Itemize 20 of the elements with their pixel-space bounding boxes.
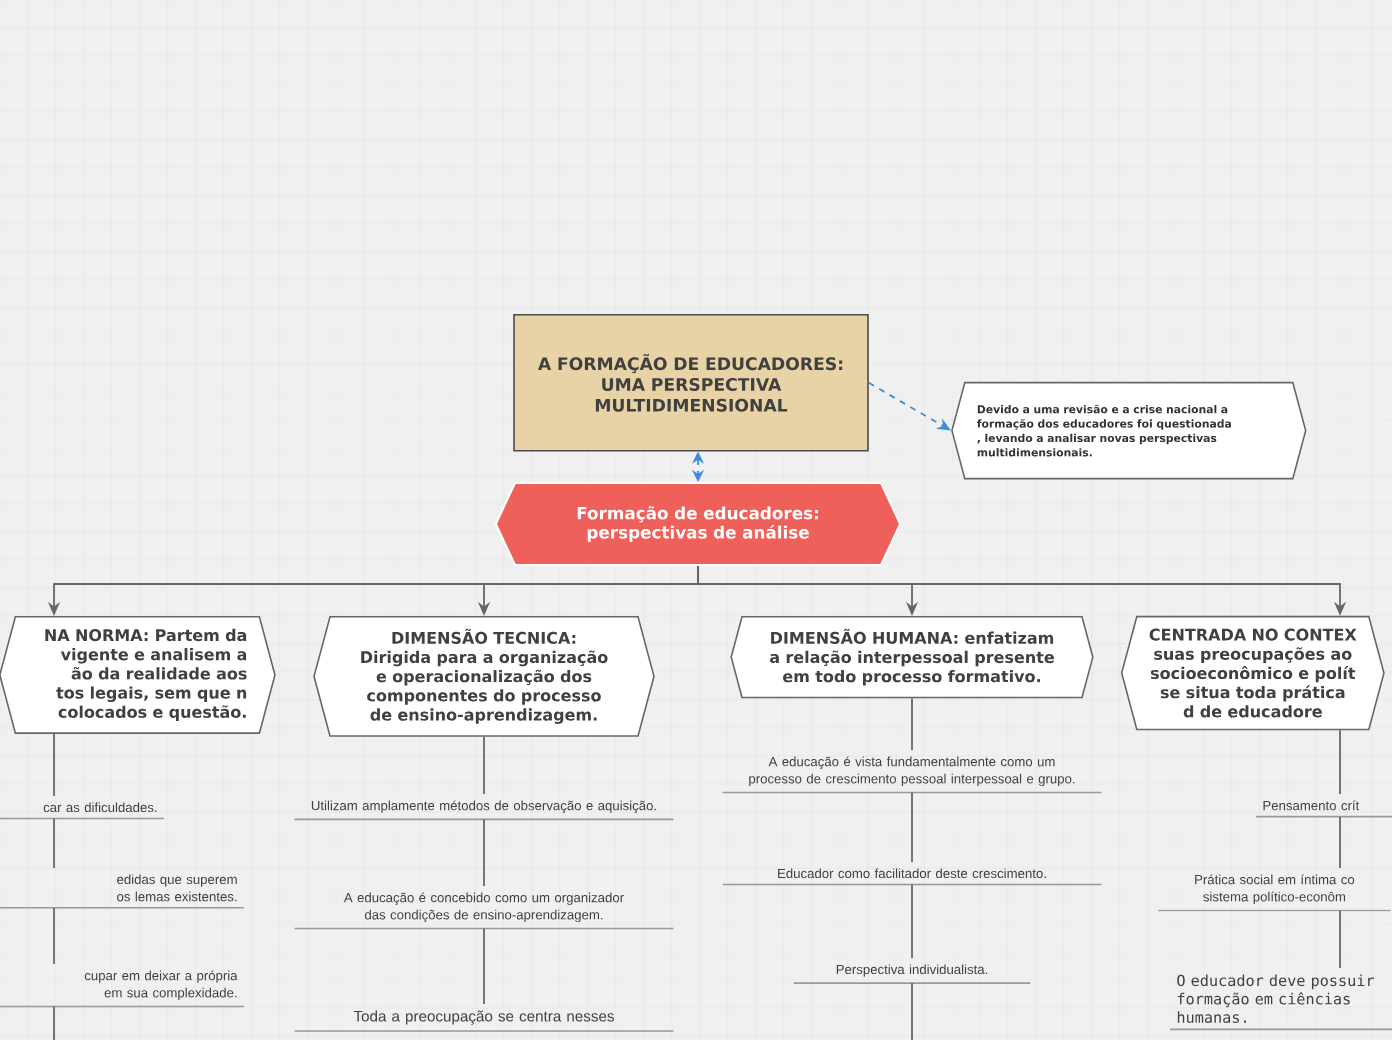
connector xyxy=(1339,729,1341,795)
connector xyxy=(483,818,485,887)
category-hexagon: NA NORMA: Partem da vigente e analisem a ão da realidade aos tos legais, sem que n colocados e questão. xyxy=(0,616,276,734)
connector xyxy=(911,982,913,1040)
connector xyxy=(911,697,913,751)
connector xyxy=(483,927,485,1005)
connector xyxy=(53,1005,55,1040)
connector xyxy=(911,883,913,959)
category-hexagon: CENTRADA NO CONTEX suas preocupações ao socioeconômico e polít se situa toda prática d de educadore xyxy=(1120,615,1385,731)
category-hexagon: DIMENSÃO HUMANA: enfatizam a relação interpessoal presente em todo processo formativo. xyxy=(730,616,1094,699)
connector xyxy=(1339,815,1341,869)
connector xyxy=(53,817,55,869)
topic-banner: Formação de educadores: perspectivas de análise xyxy=(494,482,902,566)
connector xyxy=(911,791,913,863)
connector xyxy=(1339,909,1341,969)
connector xyxy=(53,733,55,797)
title-box: A FORMAÇÃO DE EDUCADORES: UMA PERSPECTIVA MULTIDIMENSIONAL xyxy=(513,314,869,452)
category-hexagon: DIMENSÃO TECNICA: Dirigida para a organização e operacionalização dos componentes do processo de ensino-aprendizagem. xyxy=(313,616,655,737)
connector xyxy=(483,735,485,795)
connector xyxy=(53,906,55,965)
